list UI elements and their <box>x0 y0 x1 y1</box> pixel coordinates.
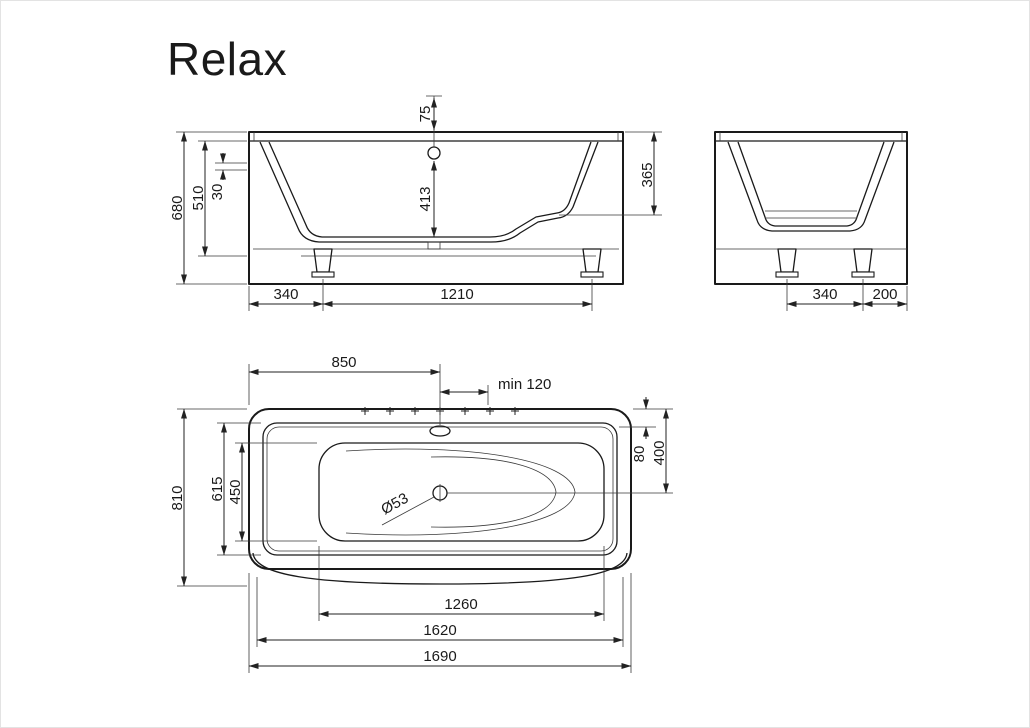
extension-lines <box>177 364 673 673</box>
dim-615-label: 615 <box>209 476 226 501</box>
dim-75-label: 75 <box>417 106 434 123</box>
tub-outline <box>714 131 908 285</box>
apron-curve <box>252 552 628 585</box>
basin-contour-1 <box>345 448 576 536</box>
basin-profile-outer <box>727 141 895 232</box>
rim-corner-lines <box>253 132 619 141</box>
leg-right <box>853 248 873 273</box>
dim-80-label: 80 <box>631 446 648 463</box>
tub-outline <box>248 131 624 285</box>
front-view: 75 413 680 510 30 365 340 1210 <box>169 95 662 311</box>
extension-lines <box>176 95 662 311</box>
basin-profile-outer <box>259 141 599 243</box>
seat-and-rail-lines <box>715 210 907 250</box>
dim-1620-label: 1620 <box>423 622 456 639</box>
rim-inner-edge-2 <box>266 426 614 552</box>
drawing-title: Relax <box>167 33 287 85</box>
frame-rail-lines <box>253 248 619 257</box>
dim-30-label: 30 <box>209 184 226 201</box>
basin-profile-inner <box>737 141 885 227</box>
dim-1210-label: 1210 <box>440 286 473 303</box>
leg-left <box>777 248 797 273</box>
drain-leader-line <box>381 496 435 526</box>
drain-fitting <box>427 241 441 250</box>
drain-diameter-label: Ø53 <box>378 490 411 519</box>
basin-contour-2 <box>430 456 557 528</box>
rim-corner-lines <box>719 132 903 141</box>
dim-340-label: 340 <box>273 286 298 303</box>
foot-right <box>851 271 875 278</box>
plan-view: 850 min 120 80 400 810 615 450 Ø53 1260 … <box>169 354 673 673</box>
dim-1260-label: 1260 <box>444 596 477 613</box>
dim-810-label: 810 <box>169 485 186 510</box>
dim-365-label: 365 <box>639 162 656 187</box>
dim-1690-label: 1690 <box>423 648 456 665</box>
basin-profile-inner <box>268 141 592 238</box>
leg-left <box>313 248 333 273</box>
foot-left <box>311 271 335 278</box>
overflow-circle <box>427 146 441 160</box>
dim-680-label: 680 <box>169 195 186 220</box>
dim-510-label: 510 <box>190 185 207 210</box>
leg-right <box>582 248 602 273</box>
foot-left <box>775 271 799 278</box>
overflow-oval <box>429 425 451 437</box>
dim-min120-label: min 120 <box>498 376 551 393</box>
dim-413-label: 413 <box>417 186 434 211</box>
dim-400-label: 400 <box>651 440 668 465</box>
side-view: 340 200 <box>714 131 908 311</box>
dim-340-label: 340 <box>812 286 837 303</box>
foot-right <box>580 271 604 278</box>
dim-450-label: 450 <box>227 479 244 504</box>
dim-850-label: 850 <box>331 354 356 371</box>
dim-200-label: 200 <box>872 286 897 303</box>
basin-outline <box>318 442 605 542</box>
